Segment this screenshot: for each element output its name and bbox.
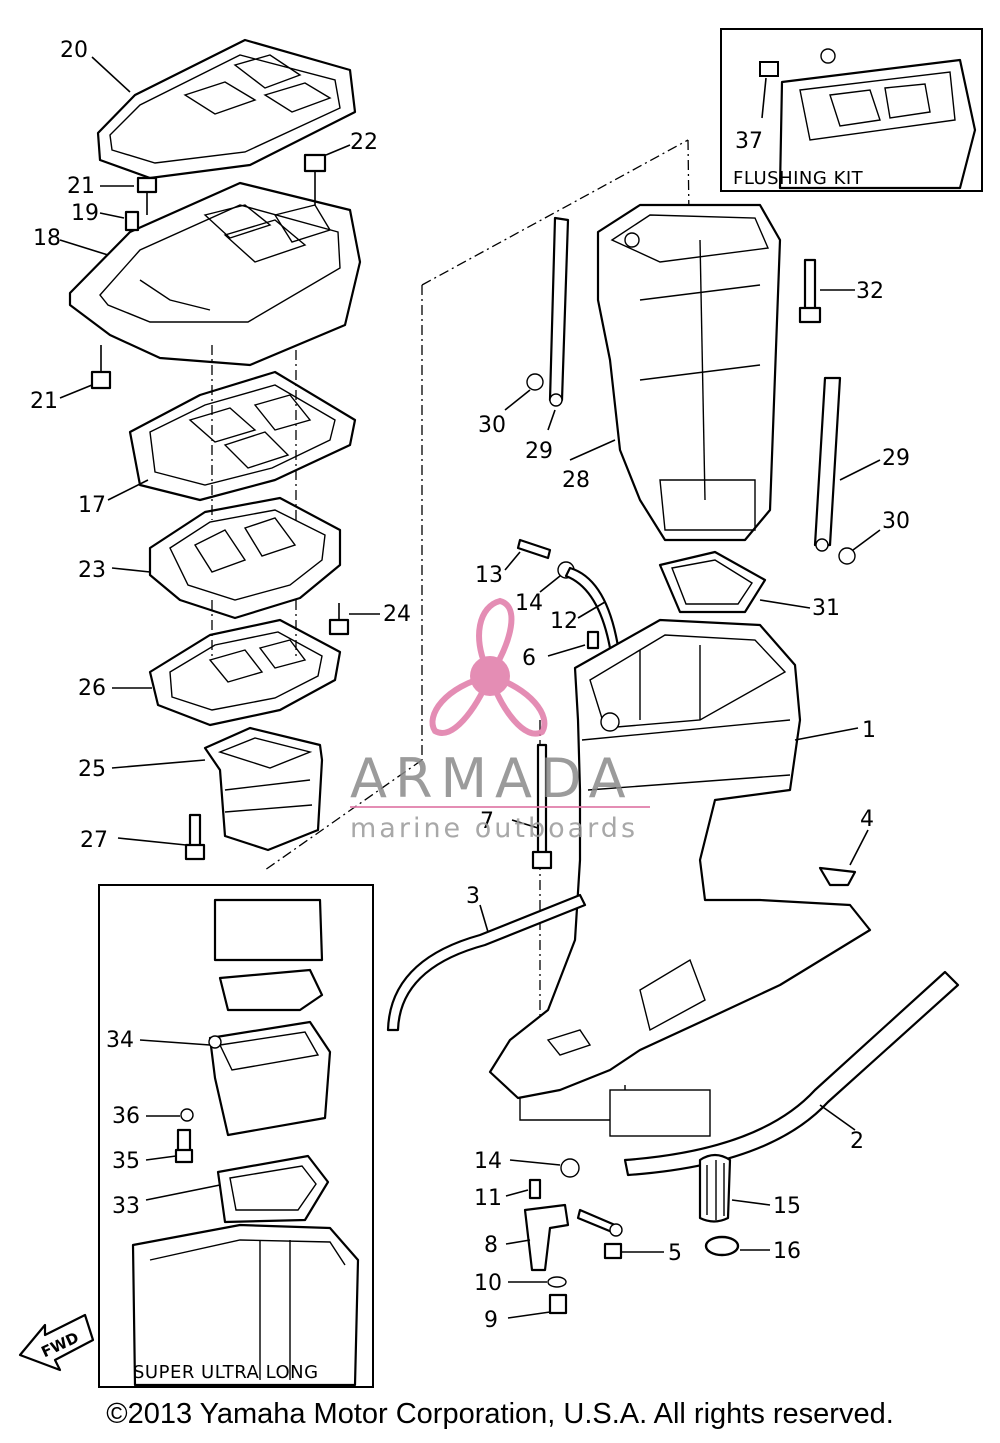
callout-30-left: 30 bbox=[478, 413, 506, 438]
callout-23: 23 bbox=[78, 558, 106, 583]
fwd-arrow: FWD bbox=[18, 1313, 95, 1372]
callout-15: 15 bbox=[773, 1194, 801, 1219]
callout-30-right: 30 bbox=[882, 509, 910, 534]
part-29-rubber-seal-left: 29 bbox=[525, 216, 570, 464]
callout-24: 24 bbox=[383, 602, 411, 627]
callout-3: 3 bbox=[466, 884, 480, 909]
part-23-exhaust-manifold: 23 bbox=[78, 496, 342, 620]
callout-19: 19 bbox=[71, 201, 99, 226]
callout-11: 11 bbox=[474, 1186, 502, 1211]
callout-7: 7 bbox=[480, 809, 494, 834]
callout-36: 36 bbox=[112, 1104, 140, 1129]
callout-22: 22 bbox=[350, 130, 378, 155]
part-5-bolt: 5 bbox=[576, 1208, 682, 1266]
callout-12: 12 bbox=[550, 609, 578, 634]
copyright-notice: ©2013 Yamaha Motor Corporation, U.S.A. A… bbox=[106, 1398, 894, 1430]
callout-4: 4 bbox=[860, 807, 874, 832]
super-ultra-long-inset: 34 36 35 33 SUPER ULTRA LONG bbox=[98, 884, 374, 1388]
part-21-bolt-upper: 21 bbox=[67, 174, 158, 215]
callout-14-lower: 14 bbox=[474, 1149, 502, 1174]
callout-21-lower: 21 bbox=[30, 389, 58, 414]
callout-8: 8 bbox=[484, 1233, 498, 1258]
callout-16: 16 bbox=[773, 1239, 801, 1264]
part-13-water-nipple: 13 bbox=[475, 538, 552, 588]
watermark-tagline: marine outboards bbox=[350, 813, 638, 844]
callout-28: 28 bbox=[562, 468, 590, 493]
propeller-icon bbox=[429, 597, 548, 737]
alignment-lines bbox=[211, 139, 691, 1060]
armada-watermark: ARMADA marine outboards bbox=[350, 597, 650, 844]
callout-32: 32 bbox=[856, 279, 884, 304]
part-17-gasket: 17 bbox=[78, 370, 357, 518]
callout-37: 37 bbox=[735, 129, 763, 154]
callout-17: 17 bbox=[78, 493, 106, 518]
part-24-bolt: 24 bbox=[328, 602, 411, 636]
inset-label-super-ultra-long: SUPER ULTRA LONG bbox=[133, 1362, 319, 1383]
callout-21-upper: 21 bbox=[67, 174, 95, 199]
callout-26: 26 bbox=[78, 676, 106, 701]
callout-31: 31 bbox=[812, 596, 840, 621]
callout-20: 20 bbox=[60, 38, 88, 63]
part-27-bolt: 27 bbox=[80, 813, 206, 861]
part-7-bolt: 7 bbox=[480, 743, 553, 870]
part-9-bolt: 9 bbox=[484, 1293, 568, 1333]
part-19-dowel-pin: 19 bbox=[71, 201, 140, 232]
part-26-gasket: 26 bbox=[78, 618, 342, 727]
callout-6: 6 bbox=[522, 646, 536, 671]
callout-10: 10 bbox=[474, 1271, 502, 1296]
part-8-bracket: 8 bbox=[484, 1203, 570, 1272]
part-30-washer-right: 30 bbox=[838, 509, 910, 565]
part-28-upper-casing: 28 bbox=[562, 203, 782, 542]
inset-label-flushing-kit: FLUSHING KIT bbox=[733, 168, 864, 189]
callout-2: 2 bbox=[850, 1129, 864, 1154]
callout-18: 18 bbox=[33, 226, 61, 251]
callout-35: 35 bbox=[112, 1149, 140, 1174]
watermark-brand: ARMADA bbox=[350, 747, 634, 810]
part-16-circlip: 16 bbox=[704, 1235, 801, 1264]
part-6-dowel-pin: 6 bbox=[522, 630, 600, 671]
callout-34: 34 bbox=[106, 1028, 134, 1053]
part-25-muffler: 25 bbox=[78, 726, 324, 852]
part-14-clamp-lower: 14 bbox=[474, 1149, 580, 1178]
callout-27: 27 bbox=[80, 828, 108, 853]
part-1-upper-casing: 1 bbox=[488, 618, 876, 1137]
part-30-washer-left: 30 bbox=[478, 373, 544, 438]
part-10-washer: 10 bbox=[474, 1271, 567, 1296]
part-15-bushing: 15 bbox=[698, 1153, 801, 1223]
part-31-seal: 31 bbox=[658, 550, 840, 621]
part-18-exhaust-guide: 18 bbox=[33, 181, 362, 367]
callout-14-upper: 14 bbox=[515, 591, 543, 616]
part-32-bolt: 32 bbox=[798, 258, 884, 324]
part-20-gasket: 20 bbox=[60, 38, 357, 180]
part-3-rubber-seal: 3 bbox=[386, 884, 587, 1032]
part-4-grommet: 4 bbox=[818, 807, 874, 887]
callout-5: 5 bbox=[668, 1241, 682, 1266]
callout-33: 33 bbox=[112, 1194, 140, 1219]
part-11-dowel-pin: 11 bbox=[474, 1178, 542, 1211]
callout-29-right: 29 bbox=[882, 446, 910, 471]
part-22-bolt: 22 bbox=[303, 130, 378, 205]
part-21-bolt-lower: 21 bbox=[30, 345, 112, 414]
callout-9: 9 bbox=[484, 1308, 498, 1333]
flushing-kit-inset: 37 FLUSHING KIT bbox=[720, 28, 983, 192]
part-29-rubber-seal-right: 29 bbox=[813, 376, 910, 552]
callout-1: 1 bbox=[862, 718, 876, 743]
part-14-clamp-upper: 14 bbox=[515, 561, 575, 616]
callout-25: 25 bbox=[78, 757, 106, 782]
callout-29-left: 29 bbox=[525, 439, 553, 464]
callout-13: 13 bbox=[475, 563, 503, 588]
